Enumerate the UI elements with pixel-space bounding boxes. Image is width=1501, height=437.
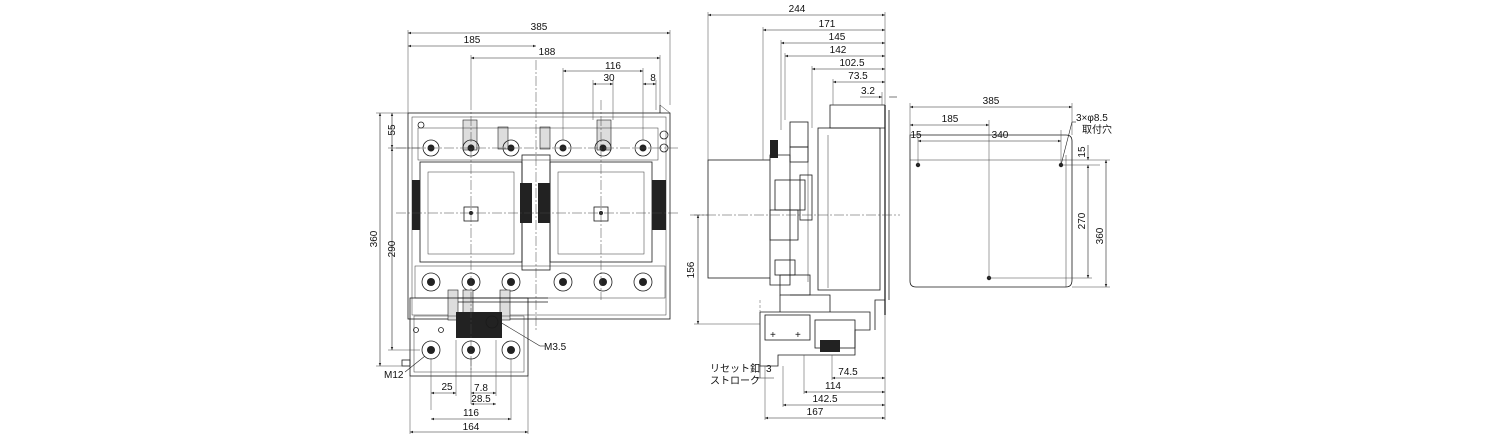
dim-142: 142 (830, 45, 847, 56)
dim-164: 164 (463, 422, 480, 433)
dim-15-left: 15 (910, 130, 922, 141)
dim-8: 8 (650, 73, 656, 84)
dim-28-5: 28.5 (471, 394, 491, 405)
dim-15-right: 15 (1077, 146, 1088, 158)
dim-244: 244 (789, 4, 806, 15)
dim-116-top: 116 (605, 61, 621, 72)
mounting-view: 385 185 15 340 3×φ8.5 取付穴 15 270 360 (909, 96, 1112, 288)
side-coil (707, 159, 771, 279)
dim-116-bottom: 116 (463, 408, 479, 419)
dim-30: 30 (603, 73, 615, 84)
dim-102-5: 102.5 (839, 58, 864, 69)
dim-167: 167 (807, 407, 824, 418)
front-body-outline (407, 112, 671, 320)
label-m12: M12 (384, 370, 404, 381)
aux-contacts (412, 180, 666, 230)
reset-label-line2: ストローク (710, 375, 760, 387)
dim-385: 385 (531, 22, 548, 33)
dim-340: 340 (992, 130, 1009, 141)
dim-7-8: 7.8 (474, 383, 488, 394)
dim-270: 270 (1077, 212, 1088, 229)
svg-text:+: + (770, 330, 776, 341)
dim-73-5: 73.5 (848, 71, 868, 82)
dim-3-side: 3 (766, 364, 772, 375)
reset-label-line1: リセット釦 (710, 362, 760, 375)
dim-55: 55 (387, 124, 398, 136)
dim-188: 188 (539, 47, 556, 58)
label-m3-5: M3.5 (544, 342, 567, 353)
dim-385-mount: 385 (983, 96, 1000, 107)
overload-relay (409, 297, 529, 377)
dim-25: 25 (441, 382, 453, 393)
dim-360-mount: 360 (1095, 227, 1106, 244)
dim-290: 290 (387, 240, 398, 257)
dim-74-5: 74.5 (838, 367, 858, 378)
dim-185-mount: 185 (942, 114, 959, 125)
dim-185: 185 (464, 35, 481, 46)
dim-145: 145 (829, 32, 846, 43)
dim-142-5: 142.5 (812, 394, 837, 405)
svg-text:+: + (795, 330, 801, 341)
side-contactor-body (817, 127, 881, 291)
dim-156: 156 (686, 261, 697, 278)
bottom-terminals (421, 272, 653, 292)
top-terminals (417, 121, 669, 157)
mounting-plate-outline (909, 134, 1073, 288)
side-view: + + 244 171 145 142 102.5 73.5 3.2 156 (686, 4, 900, 420)
overload-relay-contacts (456, 312, 502, 338)
hole-label: 取付穴 (1082, 123, 1112, 136)
front-view: 385 185 188 116 30 8 360 55 290 (369, 22, 680, 434)
dim-171: 171 (819, 19, 836, 30)
dim-3-2: 3.2 (861, 86, 875, 97)
dim-360-front: 360 (369, 230, 380, 247)
hole-spec: 3×φ8.5 (1076, 113, 1108, 124)
dim-114: 114 (825, 381, 841, 392)
